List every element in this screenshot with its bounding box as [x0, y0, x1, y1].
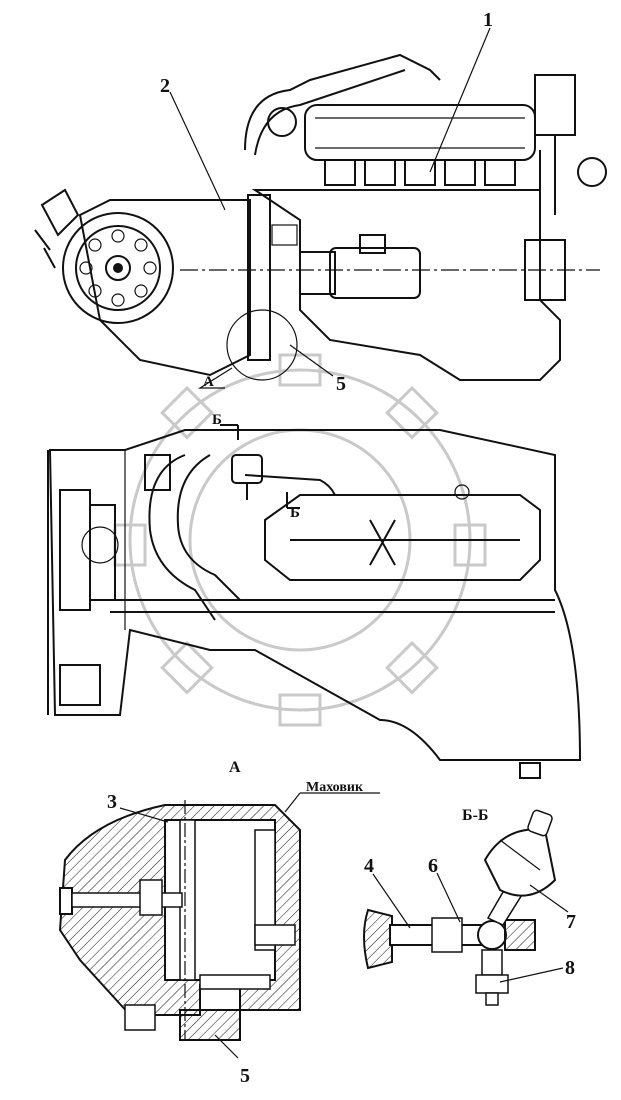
- callout-6: 6: [428, 855, 438, 877]
- flywheel-leader: [284, 792, 380, 813]
- callout-3-leader: [119, 807, 169, 823]
- callout-4: 4: [364, 855, 374, 877]
- callout-5-top: 5: [336, 373, 346, 395]
- callout-leaders-top: [169, 27, 491, 377]
- section-bb-title: Б-Б: [462, 807, 488, 824]
- section-b-marker-lower: Б: [290, 505, 300, 521]
- flywheel-label: Маховик: [306, 780, 364, 795]
- engine-plan-view: [47, 424, 582, 779]
- callout-3: 3: [107, 791, 117, 813]
- detail-a-flywheel-section: [58, 800, 301, 1041]
- view-a-title: А: [229, 759, 241, 776]
- callout-1: 1: [483, 9, 493, 31]
- callout-5-leader-bottom: [214, 1034, 239, 1059]
- engine-side-view: [34, 53, 607, 389]
- section-bb-sensor-fitting: [363, 809, 557, 1006]
- callout-2: 2: [160, 75, 170, 97]
- section-b-marker-upper: Б: [212, 412, 222, 428]
- section-bb-leaders: [372, 872, 569, 983]
- callout-8: 8: [565, 957, 575, 979]
- callout-7: 7: [566, 911, 576, 933]
- callout-5-bottom: 5: [240, 1065, 250, 1087]
- view-a-marker: А: [203, 374, 214, 390]
